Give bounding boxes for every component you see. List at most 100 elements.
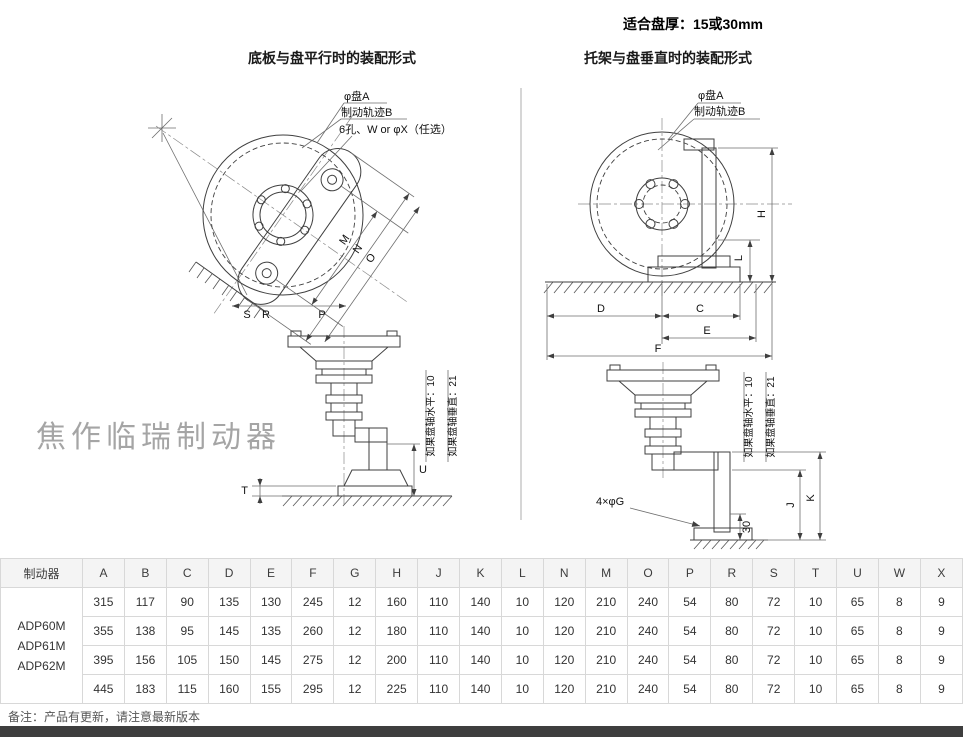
model-name: ADP61M [17, 638, 66, 653]
value-cell: 240 [626, 674, 670, 704]
value-cell: 80 [710, 674, 754, 704]
right-front-view: 30 4×φG J K [596, 362, 826, 550]
value-cell: 150 [207, 645, 251, 675]
left-callout-holes: 6孔、W or φX（任选） [300, 123, 452, 192]
ground-hatch-left [282, 495, 453, 507]
dim-j: J [732, 469, 806, 540]
value-cell: 80 [710, 587, 754, 617]
right-axis-note-horizontal: 如果盘轴水平：10 [742, 376, 755, 458]
dim-label-o: O [364, 251, 379, 265]
right-axis-notes: 如果盘轴水平：10 如果盘轴垂直：21 [742, 372, 777, 462]
left-diagram-title: 底板与盘平行时的装配形式 [248, 50, 416, 66]
dim-e: E [662, 325, 756, 341]
value-cell: 120 [542, 616, 586, 646]
value-cell: 10 [500, 645, 544, 675]
value-cell: 140 [459, 674, 502, 704]
value-cell: 10 [794, 587, 838, 617]
dim-label-d: D [597, 303, 605, 315]
value-cell: 260 [291, 616, 335, 646]
dim-label-c: C [696, 303, 704, 315]
value-cell: 110 [417, 674, 461, 704]
dim-header-cell: S [752, 558, 796, 588]
below-ground-dims: D C E F [546, 284, 773, 360]
dim-label-f: F [655, 343, 662, 355]
value-cell: 72 [752, 616, 796, 646]
value-cell: 110 [417, 616, 461, 646]
dim-header-cell: C [165, 558, 209, 588]
value-cell: 140 [459, 587, 502, 617]
dim-d: D [547, 303, 662, 319]
technical-drawing-svg: M N O [148, 88, 826, 550]
left-tilted-assembly-view: M N O [148, 89, 452, 345]
value-cell: 395 [82, 645, 125, 675]
value-cell: 54 [668, 587, 712, 617]
value-cell: 10 [500, 674, 544, 704]
right-side-view: H L D [543, 88, 792, 360]
dim-header-cell: A [82, 558, 125, 588]
dim-header-cell: F [291, 558, 335, 588]
dim-f: F [547, 343, 772, 359]
value-cell: 9 [919, 587, 963, 617]
dim-header-cell: K [459, 558, 502, 588]
value-cell: 72 [752, 587, 796, 617]
base-hatch-right [690, 539, 768, 550]
value-cell: 160 [207, 674, 251, 704]
dim-header-cell: J [417, 558, 461, 588]
value-cell: 145 [249, 645, 293, 675]
dim-30: 30 [730, 513, 753, 540]
model-names-cell: ADP60M ADP61M ADP62M [0, 587, 83, 704]
value-cell: 95 [165, 616, 209, 646]
value-cell: 65 [836, 616, 879, 646]
dim-header-cell: G [333, 558, 377, 588]
dim-u: U [387, 443, 427, 496]
value-cell: 12 [333, 674, 377, 704]
value-cell: 138 [123, 616, 167, 646]
dim-header-cell: M [584, 558, 628, 588]
dim-label-h: H [756, 210, 768, 218]
value-cell: 105 [165, 645, 209, 675]
value-cell: 10 [794, 645, 838, 675]
right-axis-note-vertical: 如果盘轴垂直：21 [764, 376, 777, 458]
model-name: ADP62M [17, 658, 66, 673]
right-holes-callout-label: 4×φG [596, 496, 624, 508]
value-cell: 110 [417, 645, 461, 675]
dim-o: O [324, 206, 420, 343]
dim-header-cell: N [542, 558, 586, 588]
value-cell: 140 [459, 645, 502, 675]
value-cell: 65 [836, 645, 879, 675]
value-cell: 80 [710, 616, 754, 646]
value-cell: 65 [836, 587, 879, 617]
left-axis-note-vertical: 如果盘轴垂直：21 [446, 375, 459, 457]
value-cell: 156 [123, 645, 167, 675]
value-cell: 80 [710, 645, 754, 675]
value-cell: 10 [500, 616, 544, 646]
left-track-callout-label: 制动轨迹B [341, 105, 392, 119]
value-cell: 54 [668, 616, 712, 646]
dim-header-cell: T [794, 558, 838, 588]
value-cell: 295 [291, 674, 335, 704]
left-callout-disc: φ盘A [316, 89, 387, 144]
value-cell: 240 [626, 616, 670, 646]
value-cell: 9 [919, 674, 963, 704]
watermark: 焦作临瑞制动器 [36, 421, 281, 454]
left-axis-notes: 如果盘轴水平：10 如果盘轴垂直：21 [424, 370, 459, 462]
value-cell: 240 [626, 645, 670, 675]
ground-hatch-right [543, 281, 776, 294]
value-cell: 12 [333, 587, 377, 617]
right-diagram-title: 托架与盘垂直时的装配形式 [584, 50, 752, 66]
value-cell: 117 [123, 587, 167, 617]
dim-label-j: J [785, 502, 797, 508]
dim-header-cell: P [668, 558, 712, 588]
value-cell: 355 [82, 616, 125, 646]
left-front-view: T U 如果盘轴水平：10 如果盘轴垂直：21 [241, 326, 459, 507]
dim-label-p: P [318, 309, 325, 321]
dim-t: T [241, 478, 336, 504]
value-cell: 183 [123, 674, 167, 704]
model-name: ADP60M [17, 618, 66, 633]
value-cell: 275 [291, 645, 335, 675]
